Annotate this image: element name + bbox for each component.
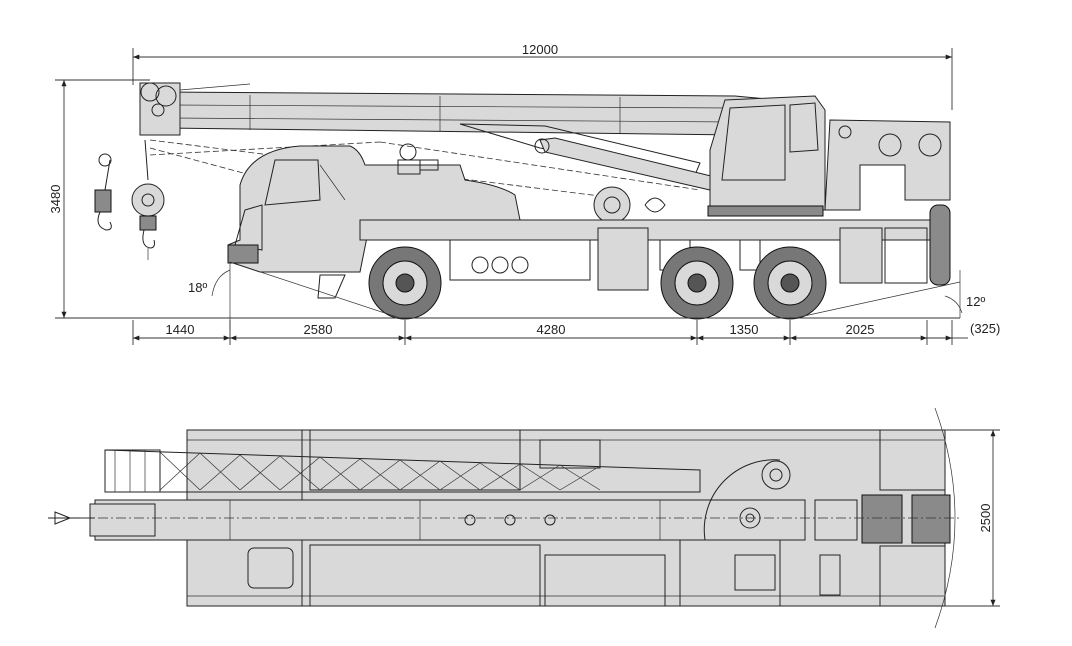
spare-tire [929,204,951,286]
approach-angle: 18º [188,261,401,330]
operator-cab [593,95,951,224]
overall-length-label: 12000 [522,42,558,57]
overall-width-label: 2500 [978,504,993,533]
cab-to-axle1-label: 2580 [304,322,333,337]
lattice-jib [104,449,701,493]
luffing-cylinder [534,137,716,191]
departure-angle-label: 12º [966,294,985,309]
rear-offset-label: (325) [970,321,1000,336]
bottom-dimensions: 1440 2580 4280 1350 2025 (325) [132,320,1000,345]
front-overhang-label: 1440 [166,322,195,337]
wheels [368,204,951,320]
top-view: 2500 [48,407,1000,629]
wheelbase-label: 4280 [537,322,566,337]
boom [139,82,823,176]
overall-length-dimension: 12000 [132,42,953,110]
side-view: 12000 3480 [48,42,1000,345]
top-boom [48,499,806,541]
rear-overhang-label: 2025 [846,322,875,337]
slewing-ring [703,459,791,541]
departure-angle: 12º [794,270,985,319]
approach-angle-label: 18º [188,280,207,295]
chassis [317,219,951,299]
hook-blocks [94,139,165,260]
overall-width-dimension: 2500 [934,407,1000,629]
overall-height-label: 3480 [48,185,63,214]
carrier-cab [227,143,521,273]
outrigger-boxes [814,494,951,544]
tandem-spacing-label: 1350 [730,322,759,337]
